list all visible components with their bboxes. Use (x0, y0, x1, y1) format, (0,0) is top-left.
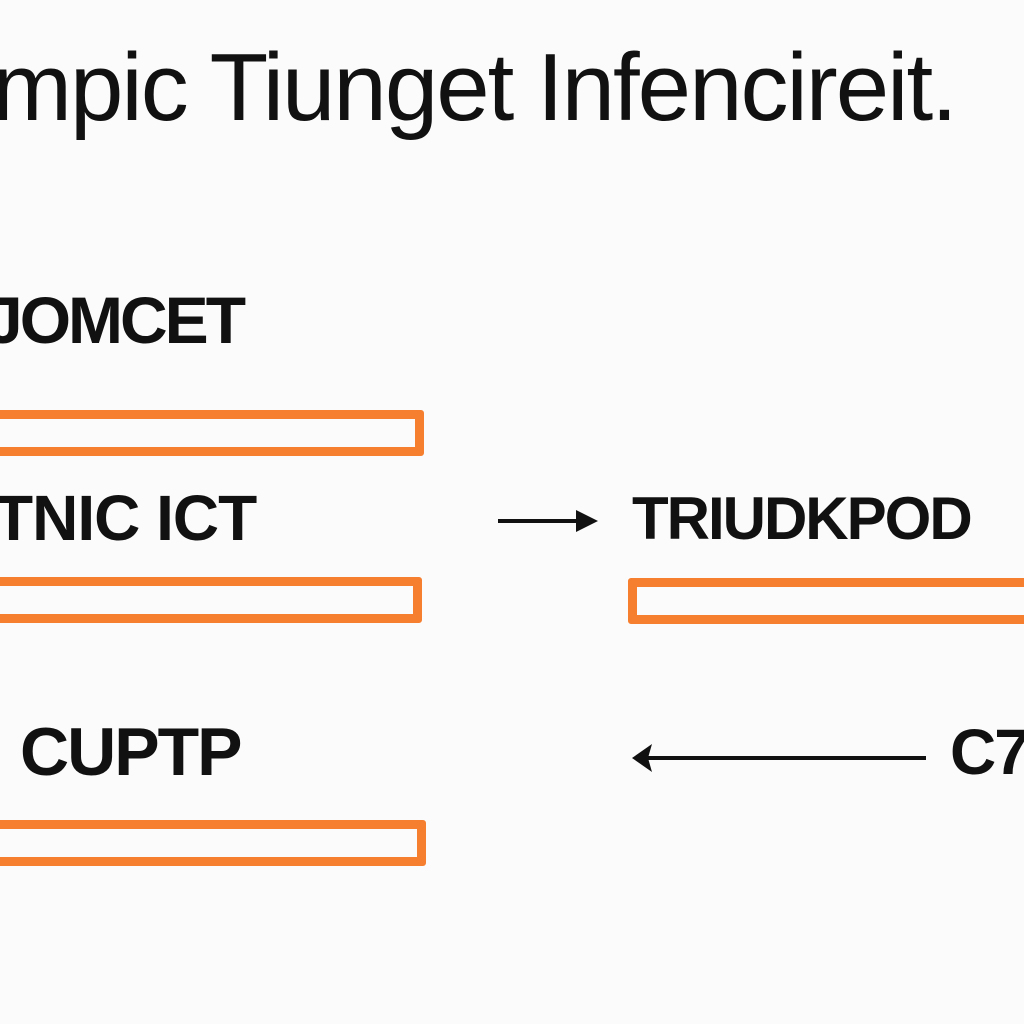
node-bar-tnic-ict (0, 577, 422, 623)
node-label-c7: C7 (950, 716, 1024, 788)
node-label-triudkpod: TRIUDKPOD (632, 485, 973, 552)
node-bar-triudkpod (628, 578, 1024, 624)
node-label-jomcet: JOMCET (0, 283, 246, 357)
node-bar-cuptp (0, 820, 426, 866)
node-label-cuptp: CUPTP (20, 714, 242, 790)
node-bar-jomcet (0, 410, 424, 456)
arrow-left-head (632, 744, 652, 772)
arrow-left-connector (632, 744, 926, 772)
diagram-title: mpic Tiunget Infencireit. (0, 34, 958, 141)
arrow-right-head (576, 510, 598, 532)
arrow-right-connector (498, 510, 598, 532)
node-label-tnic-ict: TNIC ICT (0, 482, 257, 554)
